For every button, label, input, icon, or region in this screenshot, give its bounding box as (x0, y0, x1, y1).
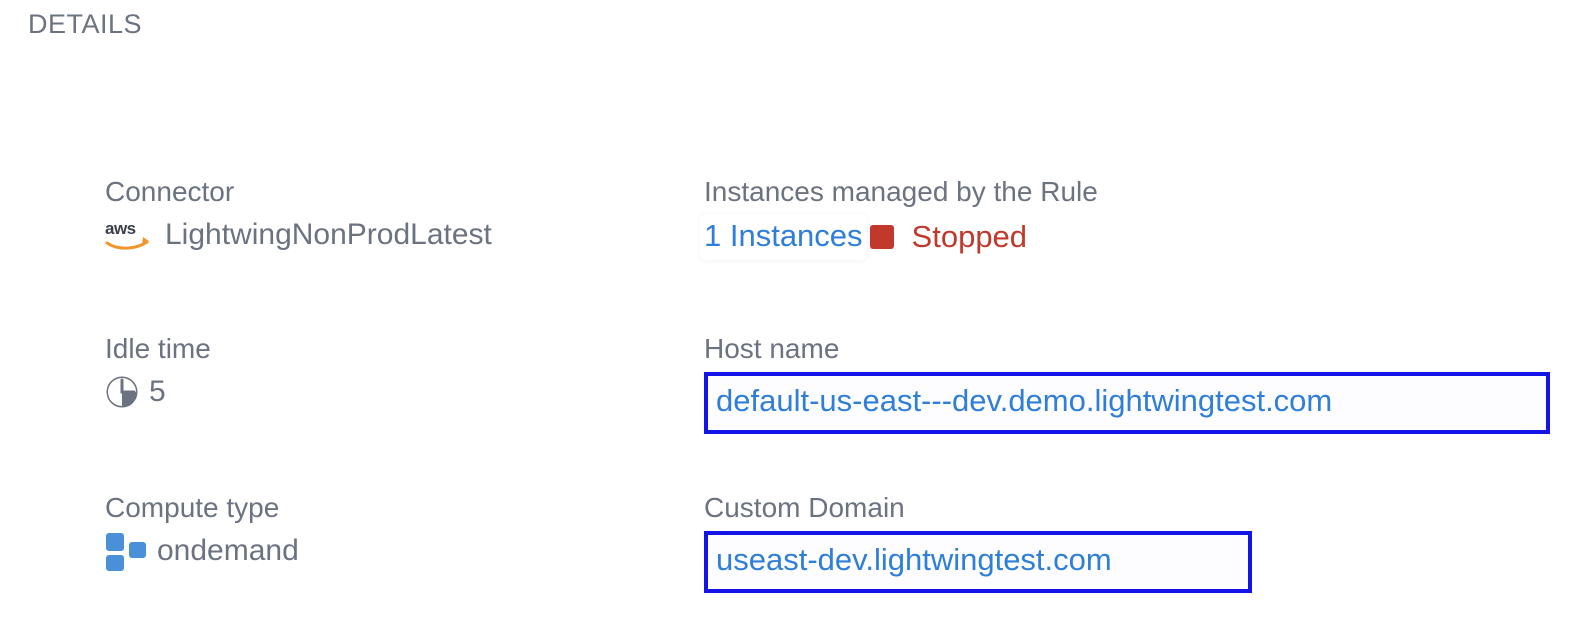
connector-name: LightwingNonProdLatest (165, 218, 492, 251)
field-idle-time: Idle time 5 (105, 332, 211, 411)
page-title: DETAILS (28, 9, 143, 39)
connector-label: Connector (105, 176, 235, 207)
idle-time-value: 5 (149, 375, 166, 408)
idle-time-value-row: 5 (105, 373, 211, 411)
idle-time-label: Idle time (105, 333, 211, 364)
custom-domain-label: Custom Domain (704, 492, 905, 523)
host-name-link[interactable]: default-us-east---dev.demo.lightwingtest… (716, 383, 1333, 418)
compute-type-label: Compute type (105, 492, 280, 523)
compute-type-value-row: ondemand (105, 532, 299, 571)
aws-logo-icon: aws (105, 218, 155, 252)
host-name-annotation-box: default-us-east---dev.demo.lightwingtest… (704, 372, 1550, 434)
field-custom-domain: Custom Domain useast-dev.lightwingtest.c… (704, 491, 1252, 593)
svg-text:aws: aws (105, 219, 136, 238)
field-compute-type: Compute type ondemand (105, 491, 299, 571)
clock-pie-icon (105, 375, 139, 409)
instances-count-link[interactable]: 1 Instances (700, 214, 867, 260)
host-name-label: Host name (704, 333, 840, 364)
field-connector: Connector aws LightwingNonProdLatest (105, 175, 492, 254)
field-instances-managed: Instances managed by the Rule 1 Instance… (700, 175, 1098, 260)
connector-value-row: aws LightwingNonProdLatest (105, 216, 492, 254)
compute-blocks-icon (105, 533, 147, 571)
custom-domain-link[interactable]: useast-dev.lightwingtest.com (716, 542, 1112, 577)
status-badge: Stopped (911, 219, 1028, 254)
stopped-square-icon (869, 225, 894, 249)
instances-managed-label: Instances managed by the Rule (704, 176, 1098, 207)
compute-type-value: ondemand (157, 534, 299, 567)
instances-value-row: 1 Instances Stopped (700, 214, 1098, 260)
field-host-name: Host name default-us-east---dev.demo.lig… (704, 332, 1550, 434)
custom-domain-annotation-box: useast-dev.lightwingtest.com (704, 531, 1252, 593)
